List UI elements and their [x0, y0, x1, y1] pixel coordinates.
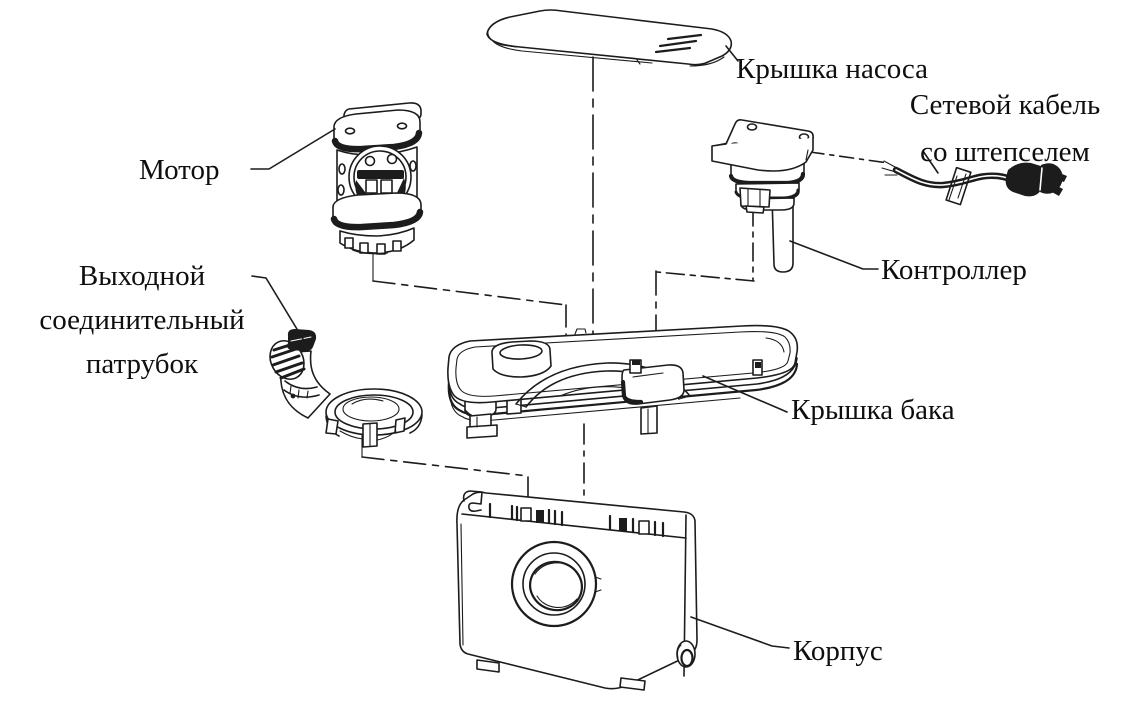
assembly-axis-lines [361, 56, 889, 529]
label-outlet-line3: патрубок [85, 348, 199, 380]
outlet-pipe-drawing [269, 329, 423, 448]
label-power-cable-line1: Сетевой кабель [909, 89, 1101, 121]
housing-drawing [456, 490, 698, 691]
tank-cover-drawing [447, 324, 799, 439]
label-controller: Контроллер [881, 254, 1027, 286]
label-outlet-line2: соединительный [39, 304, 245, 336]
label-pump-cover: Крышка насоса [736, 53, 929, 85]
label-tank-cover: Крышка бака [791, 394, 955, 426]
motor-drawing [330, 102, 424, 255]
label-housing: Корпус [793, 635, 883, 667]
power-cable-drawing [881, 160, 1067, 206]
leader-lines [250, 45, 939, 649]
plug-icon [1005, 162, 1067, 197]
label-power-cable: Сетевой кабель со штепселем [876, 82, 1134, 176]
label-outlet-line1: Выходной [78, 260, 206, 292]
controller-drawing [711, 119, 814, 273]
housing-inlet-opening [510, 540, 602, 628]
housing-top-tabs [488, 502, 665, 538]
label-motor: Мотор [139, 154, 220, 186]
cover-vent-slots [654, 33, 703, 54]
label-power-cable-line2: со штепселем [920, 136, 1090, 168]
label-outlet-pipe: Выходной соединительный патрубок [6, 254, 278, 386]
pump-cover-drawing [486, 9, 733, 67]
